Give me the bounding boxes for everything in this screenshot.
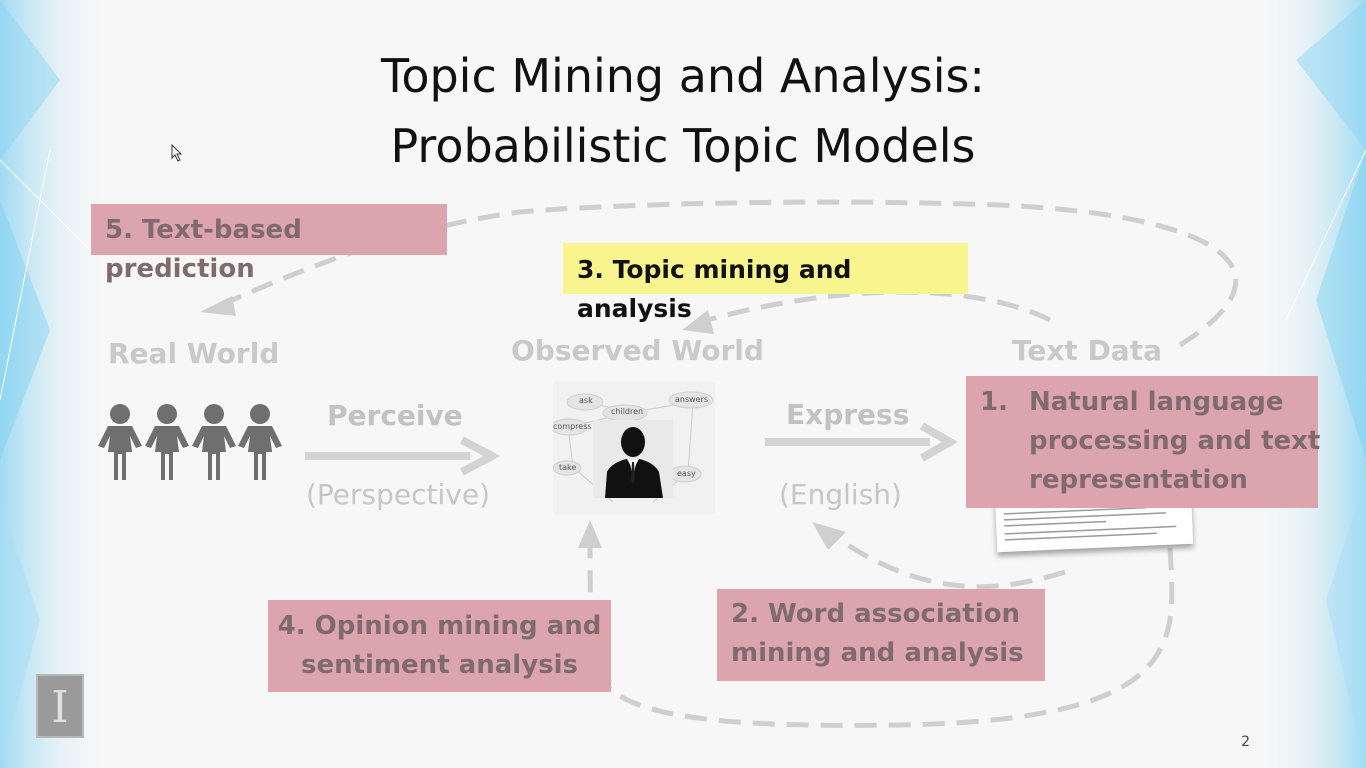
real-world-label: Real World — [108, 337, 280, 370]
task-4-line-1: 4. Opinion mining and — [277, 611, 602, 641]
word-take: take — [559, 463, 577, 472]
task-1-line-2: processing and text — [1029, 426, 1321, 456]
task-2-line-2: mining and analysis — [731, 638, 1024, 668]
slide-title-line-1: Topic Mining and Analysis: — [381, 49, 985, 103]
opinion-mining-arrow — [587, 539, 1175, 728]
task-3-label: 3. Topic mining and analysis — [577, 255, 852, 323]
cursor-icon — [171, 144, 183, 162]
task-4-line-2: sentiment analysis — [301, 650, 578, 680]
task-box-2: 2. Word association mining and analysis — [717, 589, 1045, 681]
left-decoration — [0, 0, 110, 768]
task-box-1: 1. Natural language processing and text … — [966, 376, 1321, 508]
express-label: Express — [786, 398, 910, 431]
task-1-line-3: representation — [1029, 465, 1248, 495]
word-association-arrow — [838, 537, 1066, 590]
task-1-line-1: Natural language — [1029, 387, 1284, 417]
people-icon — [98, 404, 282, 480]
slide-title-line-2: Probabilistic Topic Models — [390, 119, 976, 173]
topic-mining-arrow — [699, 289, 1052, 325]
observed-world-label: Observed World — [511, 334, 764, 367]
observed-world-image: ask children answers compress take easy — [553, 382, 715, 514]
logo-letter: I — [51, 682, 69, 733]
person-photo-frame — [593, 420, 673, 498]
task-1-number: 1. — [980, 387, 1008, 417]
task-2-line-1: 2. Word association — [731, 599, 1021, 629]
page-number: 2 — [1241, 734, 1250, 750]
task-box-5: 5. Text-based prediction — [91, 204, 447, 284]
task-box-4: 4. Opinion mining and sentiment analysis — [268, 600, 611, 692]
text-document-image — [994, 485, 1194, 553]
document-lines — [1003, 506, 1177, 541]
perceive-label: Perceive — [327, 399, 463, 432]
task-5-label: 5. Text-based prediction — [105, 215, 302, 284]
word-easy: easy — [677, 469, 696, 478]
word-children: children — [611, 407, 644, 416]
text-data-label: Text Data — [1012, 334, 1162, 367]
businessman-icon — [593, 420, 673, 498]
word-compress: compress — [553, 422, 592, 431]
english-label: (English) — [779, 478, 902, 511]
word-ask: ask — [579, 396, 593, 405]
perspective-label: (Perspective) — [306, 478, 491, 511]
task-box-3: 3. Topic mining and analysis — [563, 243, 968, 323]
university-logo: I — [36, 674, 84, 738]
word-answers: answers — [675, 395, 709, 404]
